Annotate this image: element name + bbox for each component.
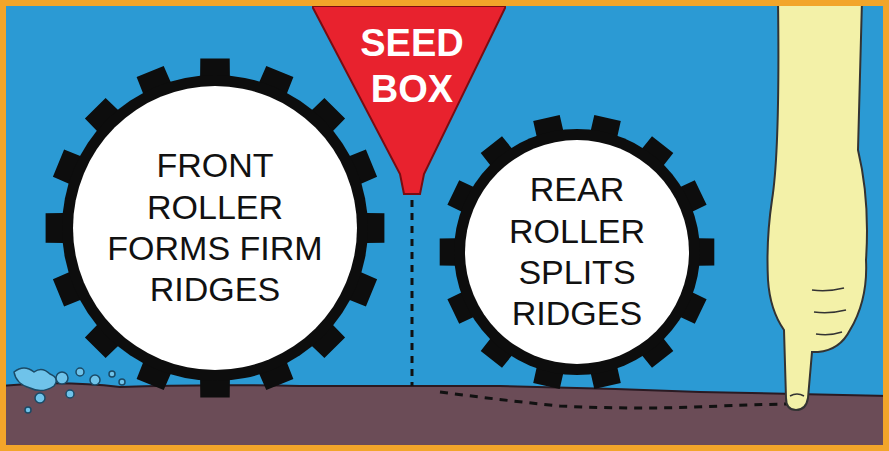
roller-label: FRONT ROLLER FORMS FIRM RIDGES [90,145,340,311]
seed-row-line [440,392,800,408]
frame [3,3,886,448]
roller-face [73,86,357,370]
gear-outline [439,114,715,390]
seed-box: SEED BOX [312,6,506,200]
roller-label: REAR ROLLER SPLITS RIDGES [482,169,672,335]
gear-rim [62,75,368,381]
gear-teeth [440,115,715,389]
roller-gear: FRONT ROLLER FORMS FIRM RIDGES [45,58,385,398]
water-splash [14,368,125,413]
roller-gear: REAR ROLLER SPLITS RIDGES [439,114,715,390]
gear-outline [45,58,385,398]
soil [0,383,889,451]
roller-face [465,140,689,364]
seed-funnel [312,6,506,194]
seed-drop-line [411,200,414,386]
gear-teeth [46,59,385,398]
pointing-hand [768,0,868,410]
seed-box-label: SEED BOX [337,20,487,113]
gear-rim [454,129,700,375]
